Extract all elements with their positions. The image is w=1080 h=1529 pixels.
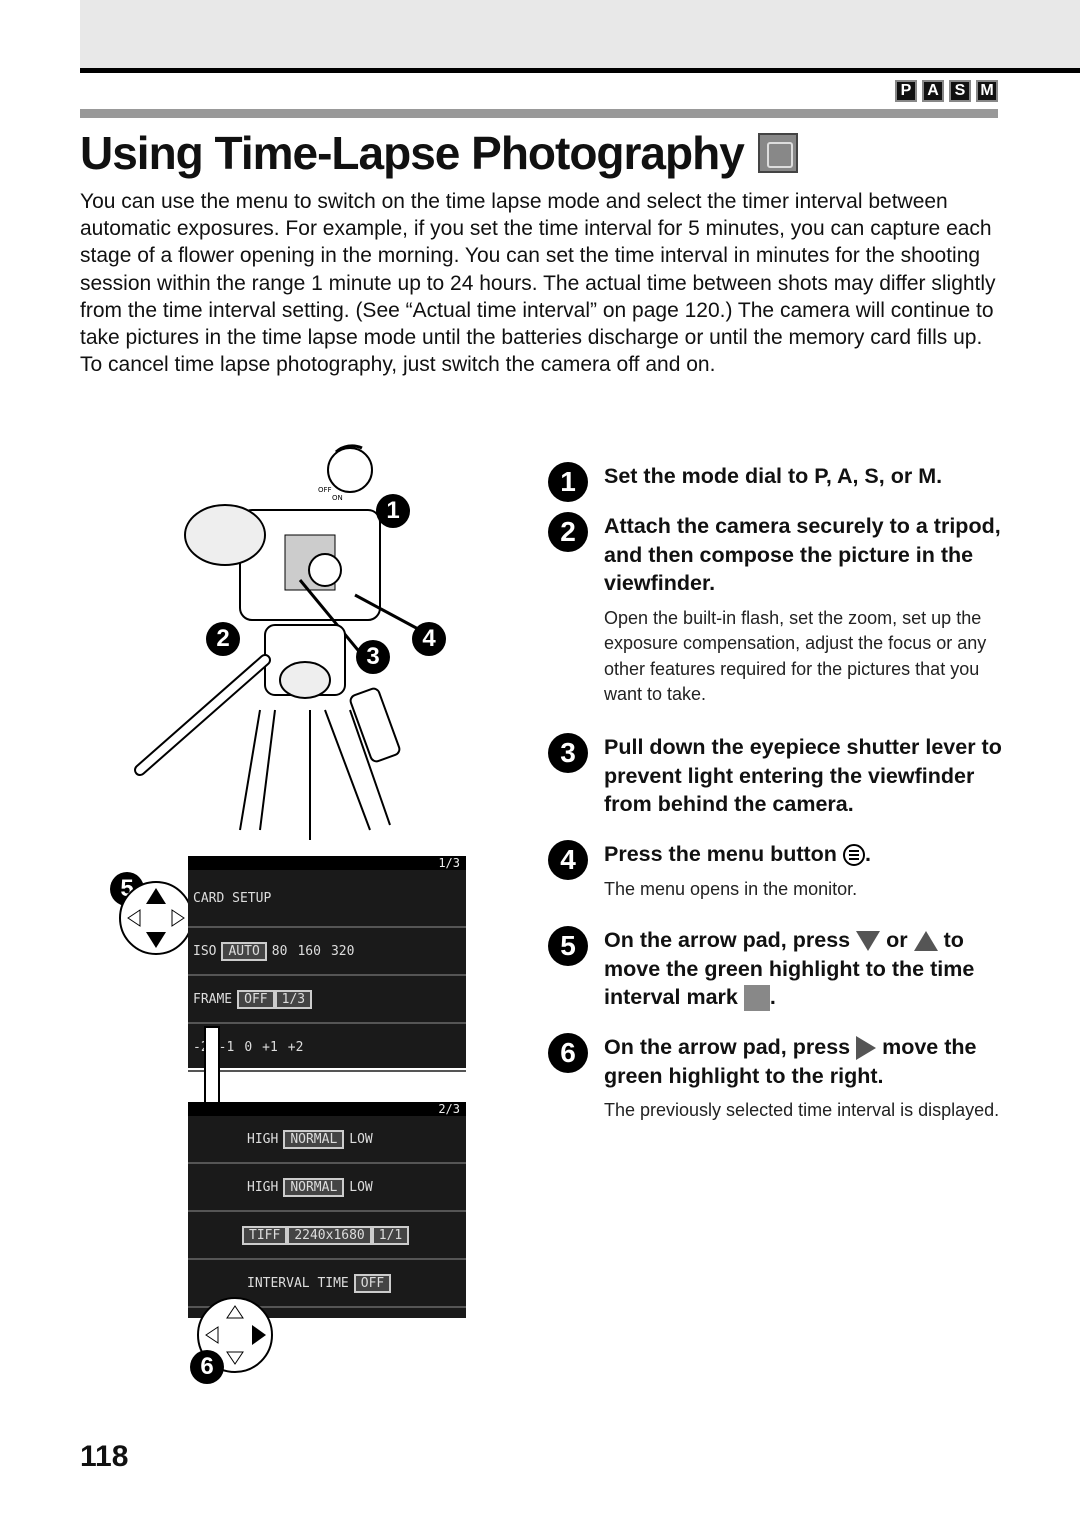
step-title: Pull down the eyepiece shutter lever to … xyxy=(604,735,1002,816)
sharpness-low: LOW xyxy=(349,1131,373,1147)
arrow-up-icon xyxy=(913,931,938,952)
arrow-down-icon xyxy=(146,932,166,948)
contrast-normal: NORMAL xyxy=(283,1177,345,1197)
step-title-text: Press the menu button xyxy=(604,842,837,866)
frame-value: OFF xyxy=(237,989,275,1009)
arrow-down-icon xyxy=(856,931,881,952)
step-number: 6 xyxy=(548,1033,588,1073)
dial-off-label: OFF xyxy=(318,486,332,494)
iso-320: 320 xyxy=(330,943,355,959)
iso-80: 80 xyxy=(271,943,288,959)
mode-a-icon: A xyxy=(922,80,944,102)
contrast-low: LOW xyxy=(349,1179,373,1195)
title-rule xyxy=(80,109,998,118)
record-mode-tiff: TIFF xyxy=(242,1225,288,1245)
time-interval-icon xyxy=(757,133,798,173)
callout-1: 1 xyxy=(376,494,410,528)
step-1: 1 Set the mode dial to P, A, S, or M. xyxy=(548,462,1008,502)
contrast-high: HIGH xyxy=(247,1179,279,1195)
step-title: Attach the camera securely to a tripod, … xyxy=(604,514,1001,595)
mode-p-icon: P xyxy=(895,80,917,102)
sharpness-high: HIGH xyxy=(247,1131,279,1147)
interval-time-value: OFF xyxy=(353,1273,392,1293)
menu-button-icon xyxy=(842,844,865,867)
menu-page-indicator-2: 2/3 xyxy=(188,1102,466,1116)
time-interval-mark-icon xyxy=(743,985,770,1012)
step-title: On the arrow pad, press move the green h… xyxy=(604,1033,1008,1090)
mode-m-icon: M xyxy=(976,80,998,102)
arrow-up-icon xyxy=(146,888,166,904)
callout-4: 4 xyxy=(412,622,446,656)
camera-illustration: OFF ON 1 2 3 4 xyxy=(100,440,480,1400)
callout-6: 6 xyxy=(190,1350,224,1384)
step-description: The previously selected time interval is… xyxy=(604,1100,1000,1120)
resolution-value: 2240x1680 xyxy=(287,1225,372,1245)
arrow-right-icon xyxy=(252,1325,266,1345)
step-5: 5 On the arrow pad, press or to move the… xyxy=(548,926,1008,1012)
sharpness-normal: NORMAL xyxy=(283,1129,345,1149)
step-6: 6 On the arrow pad, press move the green… xyxy=(548,1033,1008,1124)
iso-auto: AUTO xyxy=(221,941,267,961)
step-title-part: On the arrow pad, press xyxy=(604,1035,851,1059)
header-band xyxy=(80,0,1080,68)
page-number: 118 xyxy=(80,1440,129,1473)
step-number: 3 xyxy=(548,733,588,773)
callout-3: 3 xyxy=(356,640,390,674)
ev-step-value: 1/3 xyxy=(274,989,313,1009)
card-setup-tab: CARD SETUP xyxy=(193,890,272,906)
iso-160: 160 xyxy=(297,943,321,959)
step-title: Set the mode dial to P, A, S, or M. xyxy=(604,464,943,488)
page-title-text: Using Time-Lapse Photography xyxy=(80,127,745,179)
lcd-menu-page-1: 1/3 CARD SETUP ISO AUTO 80 160 320 FRAME… xyxy=(188,856,466,1072)
ev-scale-p2: +2 xyxy=(287,1039,304,1055)
iso-label: ISO xyxy=(193,943,217,959)
step-2: 2 Attach the camera securely to a tripod… xyxy=(548,512,1008,708)
ev-scale-p1: +1 xyxy=(262,1039,278,1055)
mode-s-icon: S xyxy=(949,80,971,102)
ev-scale-m1: -1 xyxy=(218,1039,235,1055)
step-title-part: On the arrow pad, press xyxy=(604,928,851,952)
step-3: 3 Pull down the eyepiece shutter lever t… xyxy=(548,733,1008,819)
step-title-part: or xyxy=(886,928,908,952)
interval-time-label: INTERVAL TIME xyxy=(247,1275,349,1291)
callout-2: 2 xyxy=(206,622,240,656)
intro-paragraph: You can use the menu to switch on the ti… xyxy=(80,190,996,377)
menu-page-indicator: 1/3 xyxy=(188,856,466,870)
ev-scale-0: 0 xyxy=(244,1039,253,1055)
step-number: 2 xyxy=(548,512,588,552)
step-number: 1 xyxy=(548,462,588,502)
lcd-menu-page-2: 2/3 HIGH NORMAL LOW HIGH NORMAL LOW TIFF… xyxy=(188,1102,466,1318)
step-title-part: move the green highlight to the right. xyxy=(604,1035,977,1088)
header-rule xyxy=(80,68,1080,73)
exposure-mode-icons: P A S M xyxy=(895,80,998,102)
step-description: The menu opens in the monitor. xyxy=(604,878,858,899)
step-title: On the arrow pad, press or to move the g… xyxy=(604,926,1008,1012)
step-4: 4 Press the menu button . The menu opens… xyxy=(548,840,1008,902)
step-number: 5 xyxy=(548,926,588,966)
step-title-part: to move the green highlight to the time … xyxy=(604,928,975,1009)
step-title-end: . xyxy=(864,842,871,866)
step-title-part: . xyxy=(769,985,776,1009)
arrow-right-icon xyxy=(856,1036,877,1061)
dial-on-label: ON xyxy=(332,494,343,502)
frame-label: FRAME xyxy=(193,991,233,1007)
step-number: 4 xyxy=(548,840,588,880)
arrow-pad-up-down xyxy=(119,881,193,955)
compression-value: 1/1 xyxy=(371,1225,410,1245)
step-title: Press the menu button . xyxy=(604,840,1008,869)
step-description: Open the built-in flash, set the zoom, s… xyxy=(604,607,987,705)
page-title: Using Time-Lapse Photography xyxy=(80,126,798,180)
camera-tripod-drawing: OFF ON xyxy=(134,444,421,840)
